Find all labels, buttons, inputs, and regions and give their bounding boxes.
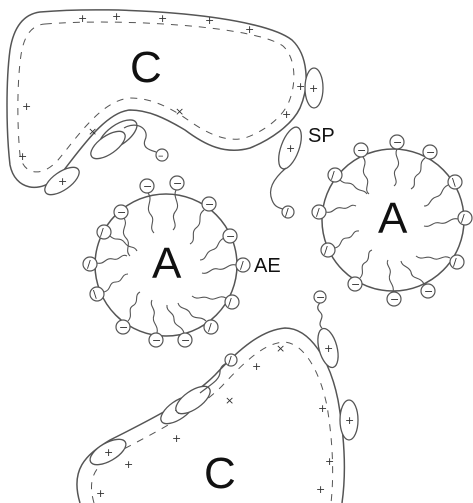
svg-text:+: + xyxy=(96,487,105,500)
sp-label: SP xyxy=(308,125,335,147)
svg-text:/: / xyxy=(87,258,91,271)
svg-text:/: / xyxy=(461,212,465,225)
svg-text:−: − xyxy=(205,198,214,211)
particle-top-inner-layer xyxy=(17,21,295,173)
micelle-right-label: A xyxy=(378,194,408,243)
svg-text:−: − xyxy=(316,291,325,304)
ae-label: AE xyxy=(254,255,281,277)
svg-text:+: + xyxy=(282,108,291,121)
svg-text:+: + xyxy=(318,402,327,415)
surfactant-pair-top-right: + + / SP xyxy=(269,67,335,219)
svg-text:−: − xyxy=(426,146,435,159)
particle-bottom: C + + + × + × + + + xyxy=(76,327,346,503)
svg-text:−: − xyxy=(143,180,152,193)
particle-bottom-label: C xyxy=(204,449,236,498)
svg-text:/: / xyxy=(208,321,212,334)
svg-text:−: − xyxy=(117,206,126,219)
surfactant-pair-bottom-right: + + − xyxy=(313,290,359,441)
svg-text:\: \ xyxy=(452,176,456,189)
svg-text:/: / xyxy=(228,296,232,309)
svg-text:−: − xyxy=(424,285,433,298)
svg-text:−: − xyxy=(226,230,235,243)
svg-text:−: − xyxy=(181,334,190,347)
svg-text:×: × xyxy=(225,394,234,407)
svg-text:×: × xyxy=(88,125,97,138)
svg-text:/: / xyxy=(228,354,232,367)
svg-text:+: + xyxy=(124,458,133,471)
svg-text:+: + xyxy=(324,342,333,355)
particle-top-outline xyxy=(6,9,307,189)
svg-text:−: − xyxy=(393,136,402,149)
svg-text:−: − xyxy=(351,278,360,291)
svg-text:+: + xyxy=(172,432,181,445)
micelle-left: A −−− −−/ //− −−\ // xyxy=(82,175,281,348)
micelle-left-label: A xyxy=(152,239,182,288)
svg-text:+: + xyxy=(112,10,121,23)
svg-text:×: × xyxy=(175,105,184,118)
svg-text:/: / xyxy=(316,206,320,219)
svg-text:+: + xyxy=(296,80,305,93)
svg-text:/: / xyxy=(324,244,328,257)
svg-text:+: + xyxy=(22,100,31,113)
svg-text:+: + xyxy=(58,175,67,188)
svg-text:+: + xyxy=(205,14,214,27)
surfactant-pair-top-left: + + – xyxy=(44,119,169,196)
particle-top-label: C xyxy=(130,43,162,92)
svg-text:+: + xyxy=(345,414,354,427)
svg-text:−: − xyxy=(357,144,366,157)
svg-text:−: − xyxy=(152,334,161,347)
svg-text:/: / xyxy=(331,169,335,182)
svg-text:+: + xyxy=(18,150,27,163)
surfactant-pair-bottom-left: + + / xyxy=(89,353,238,466)
svg-text:\: \ xyxy=(93,288,97,301)
svg-text:−: − xyxy=(173,177,182,190)
svg-text:+: + xyxy=(316,483,325,496)
svg-text:+: + xyxy=(286,142,295,155)
svg-text:/: / xyxy=(240,259,244,272)
svg-text:−: − xyxy=(119,321,128,334)
svg-text:+: + xyxy=(309,82,318,95)
svg-text:−: − xyxy=(390,293,399,306)
micelle-right: A − − − \ / / − − − / / / xyxy=(311,134,473,307)
svg-text:–: – xyxy=(158,149,164,162)
svg-text:/: / xyxy=(453,256,457,269)
svg-text:+: + xyxy=(252,360,261,373)
particle-top: C + + + + + + + × + + × xyxy=(6,9,307,189)
svg-text:+: + xyxy=(325,455,334,468)
svg-text:+: + xyxy=(158,12,167,25)
svg-text:+: + xyxy=(104,446,113,459)
svg-text:/: / xyxy=(100,226,104,239)
svg-text:/: / xyxy=(285,206,289,219)
svg-text:+: + xyxy=(78,12,87,25)
svg-text:×: × xyxy=(276,342,285,355)
svg-text:+: + xyxy=(245,23,254,36)
